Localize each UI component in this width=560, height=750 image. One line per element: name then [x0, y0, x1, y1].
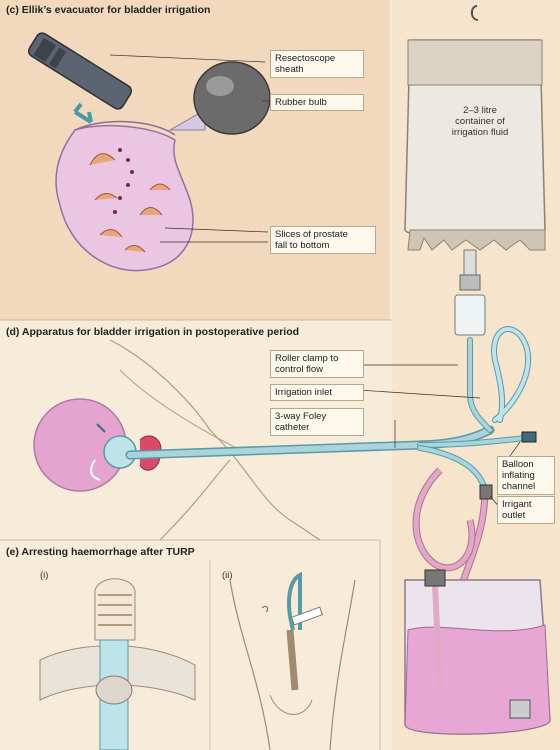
label-rubber-bulb: Rubber bulb	[270, 94, 364, 111]
label-prostate-slices: Slices of prostate fall to bottom	[270, 226, 376, 254]
haemorrhage-illustration-i	[39, 578, 196, 750]
label-roller-clamp: Roller clamp to control flow	[270, 350, 364, 378]
label-irrigant-outlet: Irrigant outlet	[497, 496, 555, 524]
evacuator-flask	[55, 102, 194, 272]
section-e-subpanel-ii: (ii)	[222, 570, 233, 581]
label-irrigation-inlet: Irrigation inlet	[270, 384, 364, 401]
section-d-title: (d) Apparatus for bladder irrigation in …	[6, 326, 300, 338]
label-resectoscope-sheath: Resectoscope sheath	[270, 50, 364, 78]
section-e-title: (e) Arresting haemorrhage after TURP	[6, 546, 195, 558]
label-irrigation-container: 2–3 litre container of irrigation fluid	[451, 105, 509, 138]
resectoscope-sheath	[27, 32, 133, 110]
bladder	[33, 398, 162, 492]
label-foley-catheter: 3-way Foley catheter	[270, 408, 364, 436]
patient-body	[109, 339, 321, 541]
foley-catheter-tube	[125, 326, 537, 493]
section-e-subpanel-i: (i)	[40, 570, 49, 581]
panel-e-background	[0, 540, 380, 750]
section-c-title: (c) Ellik’s evacuator for bladder irriga…	[6, 4, 211, 16]
label-balloon-channel: Balloon inflating channel	[497, 456, 555, 495]
haemorrhage-illustration-ii	[229, 571, 356, 750]
drainage-bag	[404, 569, 551, 735]
irrigation-fluid-container	[404, 5, 546, 336]
